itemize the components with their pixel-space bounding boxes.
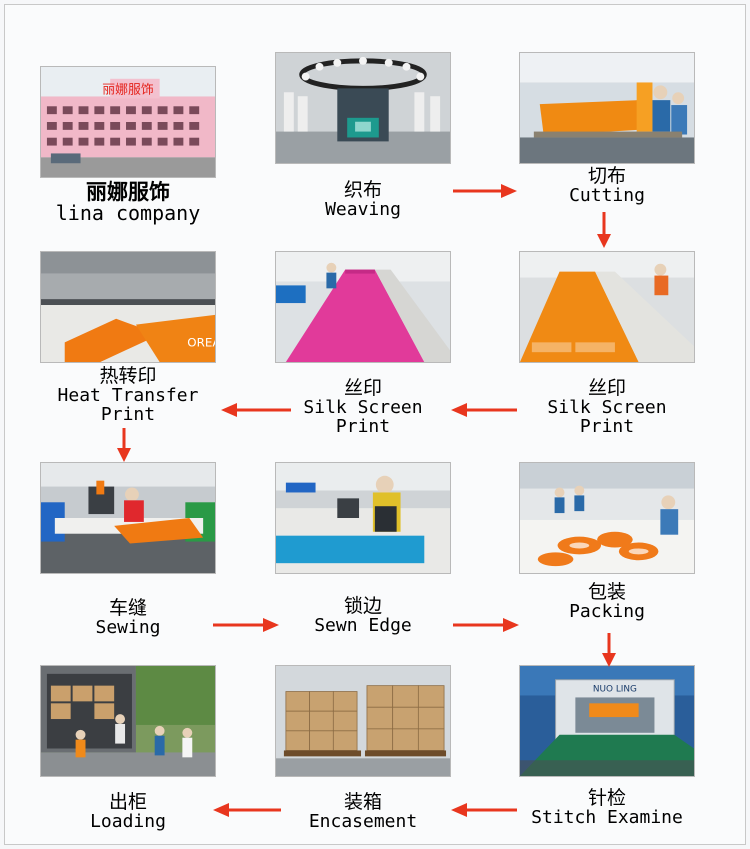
process-flow-diagram: 丽娜服饰 丽娜服饰 lina company 织布 Weaving [4, 4, 746, 845]
step-cn-label: 出柜 [108, 791, 147, 813]
packing-photo [519, 462, 695, 574]
step-cn-label: 丽娜服饰 [86, 180, 170, 204]
arrow-encasement-to-loading [213, 802, 281, 818]
step-cn-label: 丝印 [587, 377, 626, 399]
company-building-photo: 丽娜服饰 [40, 66, 216, 178]
company-sign-text: 丽娜服饰 [102, 83, 154, 98]
step-packing-caption: 包装 Packing [502, 581, 712, 622]
arrow-stitch-to-encasement [451, 802, 517, 818]
step-cn-label: 包装 [587, 581, 626, 603]
heat-transfer-photo: OREAL [40, 251, 216, 363]
step-cn-label: 锁边 [343, 595, 382, 617]
step-en-label: Heat Transfer Print [57, 384, 199, 425]
step-weaving-caption: 织布 Weaving [258, 179, 468, 220]
step-en-label: lina company [55, 201, 201, 226]
arrow-cutting-to-silkscreen [596, 212, 612, 248]
step-en-label: Cutting [569, 184, 645, 206]
arrow-silkscreen-b-to-a [451, 402, 517, 418]
step-en-label: Silk Screen Print [547, 396, 667, 437]
loading-photo [40, 665, 216, 777]
step-en-label: Silk Screen Print [303, 396, 423, 437]
step-encasement-caption: 装箱 Encasement [258, 791, 468, 832]
step-en-label: Weaving [325, 198, 401, 220]
step-en-label: Stitch Examine [531, 806, 683, 828]
step-cn-label: 切布 [587, 165, 626, 187]
step-company-caption: 丽娜服饰 lina company [23, 181, 233, 224]
arrow-sewing-to-sewn-edge [213, 617, 279, 633]
cutting-photo [519, 52, 695, 164]
step-heat-transfer-caption: 热转印 Heat Transfer Print [23, 365, 233, 425]
svg-text:OREAL: OREAL [187, 335, 215, 349]
silk-screen-orange-photo [519, 251, 695, 363]
sewing-photo [40, 462, 216, 574]
step-cn-label: 车缝 [108, 597, 147, 619]
step-silk-screen-b-caption: 丝印 Silk Screen Print [502, 377, 712, 437]
arrow-weaving-to-cutting [453, 183, 517, 199]
sewn-edge-photo [275, 462, 451, 574]
arrow-silkscreen-to-heat [221, 402, 291, 418]
step-silk-screen-a-caption: 丝印 Silk Screen Print [258, 377, 468, 437]
step-loading-caption: 出柜 Loading [23, 791, 233, 832]
step-cn-label: 丝印 [343, 377, 382, 399]
step-cn-label: 针检 [587, 787, 626, 809]
arrow-heat-to-sewing [116, 428, 132, 462]
stitch-examine-photo: NUO LING [519, 665, 695, 777]
step-en-label: Encasement [308, 810, 418, 832]
arrow-sewn-edge-to-packing [453, 617, 519, 633]
silk-screen-pink-photo [275, 251, 451, 363]
step-en-label: Packing [569, 600, 645, 622]
step-sewing-caption: 车缝 Sewing [23, 597, 233, 638]
machine-brand-text: NUO LING [593, 685, 637, 695]
weaving-photo [275, 52, 451, 164]
encasement-photo [275, 665, 451, 777]
step-en-label: Loading [90, 810, 166, 832]
step-sewn-edge-caption: 锁边 Sewn Edge [258, 595, 468, 636]
step-stitch-examine-caption: 针检 Stitch Examine [502, 787, 712, 828]
step-cn-label: 织布 [343, 179, 382, 201]
step-en-label: Sewn Edge [314, 614, 412, 636]
arrow-packing-to-stitch [601, 633, 617, 667]
step-en-label: Sewing [95, 616, 161, 638]
step-cn-label: 装箱 [343, 791, 382, 813]
step-cutting-caption: 切布 Cutting [502, 165, 712, 206]
step-cn-label: 热转印 [99, 365, 157, 387]
